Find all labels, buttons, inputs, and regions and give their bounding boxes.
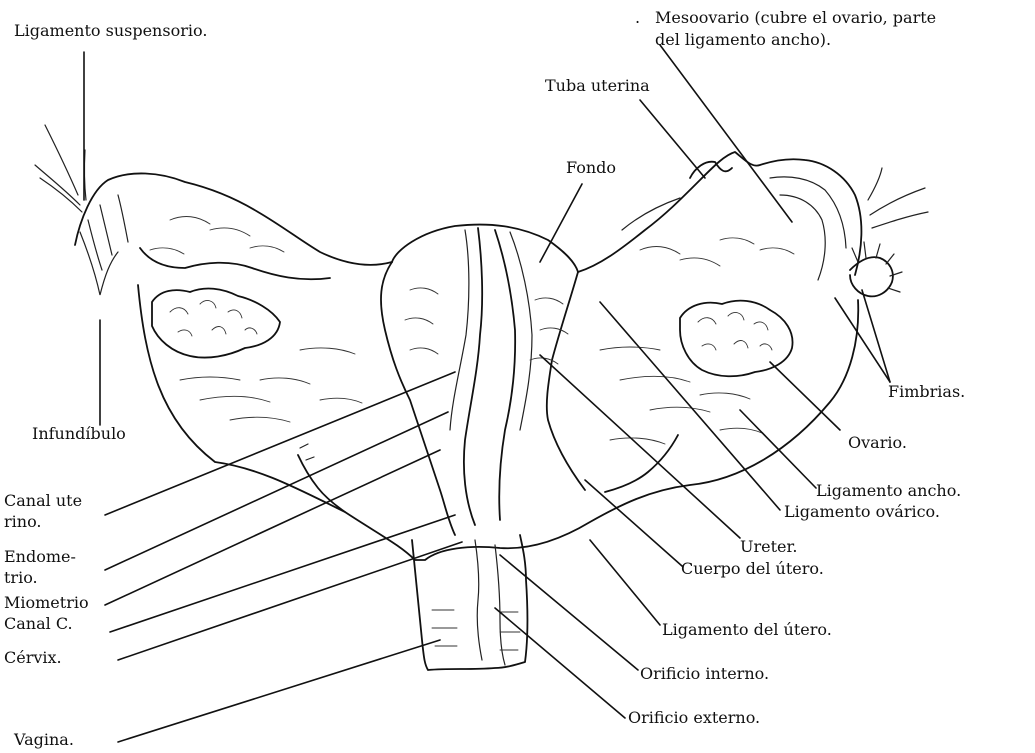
label-miometrio: Miometrio [4,593,89,612]
label-ligamento-suspensorio: Ligamento suspensorio. [14,21,207,40]
label-fondo: Fondo [566,158,616,177]
broad-ligament-outline [138,285,858,560]
label-canal-c: Canal C. [4,614,73,633]
leader-ovario [770,362,840,430]
leader-tuba-uterina [640,100,705,178]
label-orificio-externo: Orificio externo. [628,708,760,727]
leader-ureter [540,355,740,538]
leader-orificio-externo [495,608,625,718]
leader-endometrio [105,412,448,570]
leader-cervix [118,542,462,660]
label-fimbrias: Fimbrias. [888,382,965,401]
label-endometrio-line2: trio. [4,568,38,587]
leader-cuerpo-utero [585,480,682,566]
uterine-canal [464,228,482,525]
label-ligamento-ovarico: Ligamento ovárico. [784,502,940,521]
leader-fimbrias-1 [862,290,890,382]
label-canal-uterino: Canal ute [4,491,82,510]
leader-miometrio [105,450,440,605]
leader-ligamento-utero [590,540,660,625]
label-infundibulo: Infundíbulo [32,424,126,443]
label-canal-uterino-line2: rino. [4,512,42,531]
left-ovary-body [140,248,330,279]
label-tuba-uterina: Tuba uterina [545,76,650,95]
leader-canal-c [110,515,455,632]
label-ligamento-utero: Ligamento del útero. [662,620,832,639]
label-cuerpo-utero: Cuerpo del útero. [681,559,824,578]
left-tube-outline [75,173,392,264]
label-endometrio: Endome- [4,547,76,566]
right-ureter [605,435,678,492]
label-ligamento-ancho: Ligamento ancho. [816,481,961,500]
label-mesoovario-bullet: . [635,8,640,27]
leader-ligamento-ovarico [600,302,780,510]
left-ovary-shape [152,289,280,358]
leader-vagina [118,640,440,742]
leader-canal-uterino [105,372,455,515]
label-ureter: Ureter. [740,537,797,556]
leader-mesoovario [660,45,792,222]
right-ovary-shape [680,301,793,377]
uterus-body-outline [392,225,585,490]
label-mesoovario-line2: del ligamento ancho). [655,30,831,49]
label-cervix: Cérvix. [4,648,62,667]
label-orificio-interno: Orificio interno. [640,664,769,683]
label-ovario: Ovario. [848,433,907,452]
leader-fimbrias-2 [835,298,890,382]
label-mesoovario: Mesoovario (cubre el ovario, parte [655,8,936,27]
label-vagina: Vagina. [14,730,74,749]
